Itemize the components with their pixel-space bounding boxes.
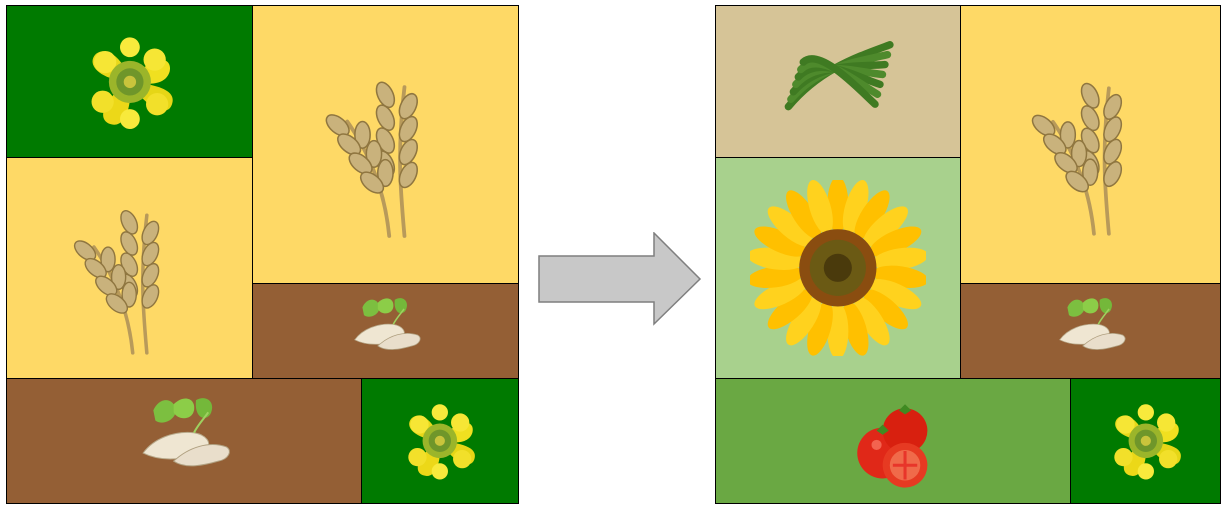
cell-wheat xyxy=(6,157,253,379)
cell-rapeseed xyxy=(6,5,253,158)
wheat-icon xyxy=(41,180,217,356)
sunflower-icon xyxy=(750,180,926,356)
sugar-beet-icon xyxy=(347,292,424,369)
cell-wheat-large xyxy=(252,5,519,284)
rapeseed-icon xyxy=(389,390,491,492)
cell-green-bean xyxy=(715,5,961,158)
cell-rapeseed-small xyxy=(1070,378,1221,504)
rapeseed-icon xyxy=(68,20,192,144)
green-bean-icon xyxy=(776,20,900,144)
arrow-shape xyxy=(539,233,700,324)
right-arrow-icon xyxy=(538,232,702,326)
cell-tomato xyxy=(715,378,1071,504)
wheat-icon xyxy=(997,51,1183,237)
rapeseed-icon xyxy=(1095,390,1197,492)
cell-wheat-large xyxy=(960,5,1221,284)
cell-sunflower xyxy=(715,157,961,379)
tomato-icon xyxy=(842,390,944,492)
cell-sugar-beet-wide xyxy=(6,378,362,504)
sugar-beet-icon xyxy=(1052,292,1129,369)
left-rotation-grid xyxy=(6,5,519,504)
cell-rapeseed-small xyxy=(361,378,519,504)
cell-sugar-beet xyxy=(960,283,1221,379)
right-rotation-grid xyxy=(715,5,1221,504)
sugar-beet-icon xyxy=(133,390,235,492)
cell-sugar-beet xyxy=(252,283,519,379)
wheat-icon xyxy=(290,49,481,240)
